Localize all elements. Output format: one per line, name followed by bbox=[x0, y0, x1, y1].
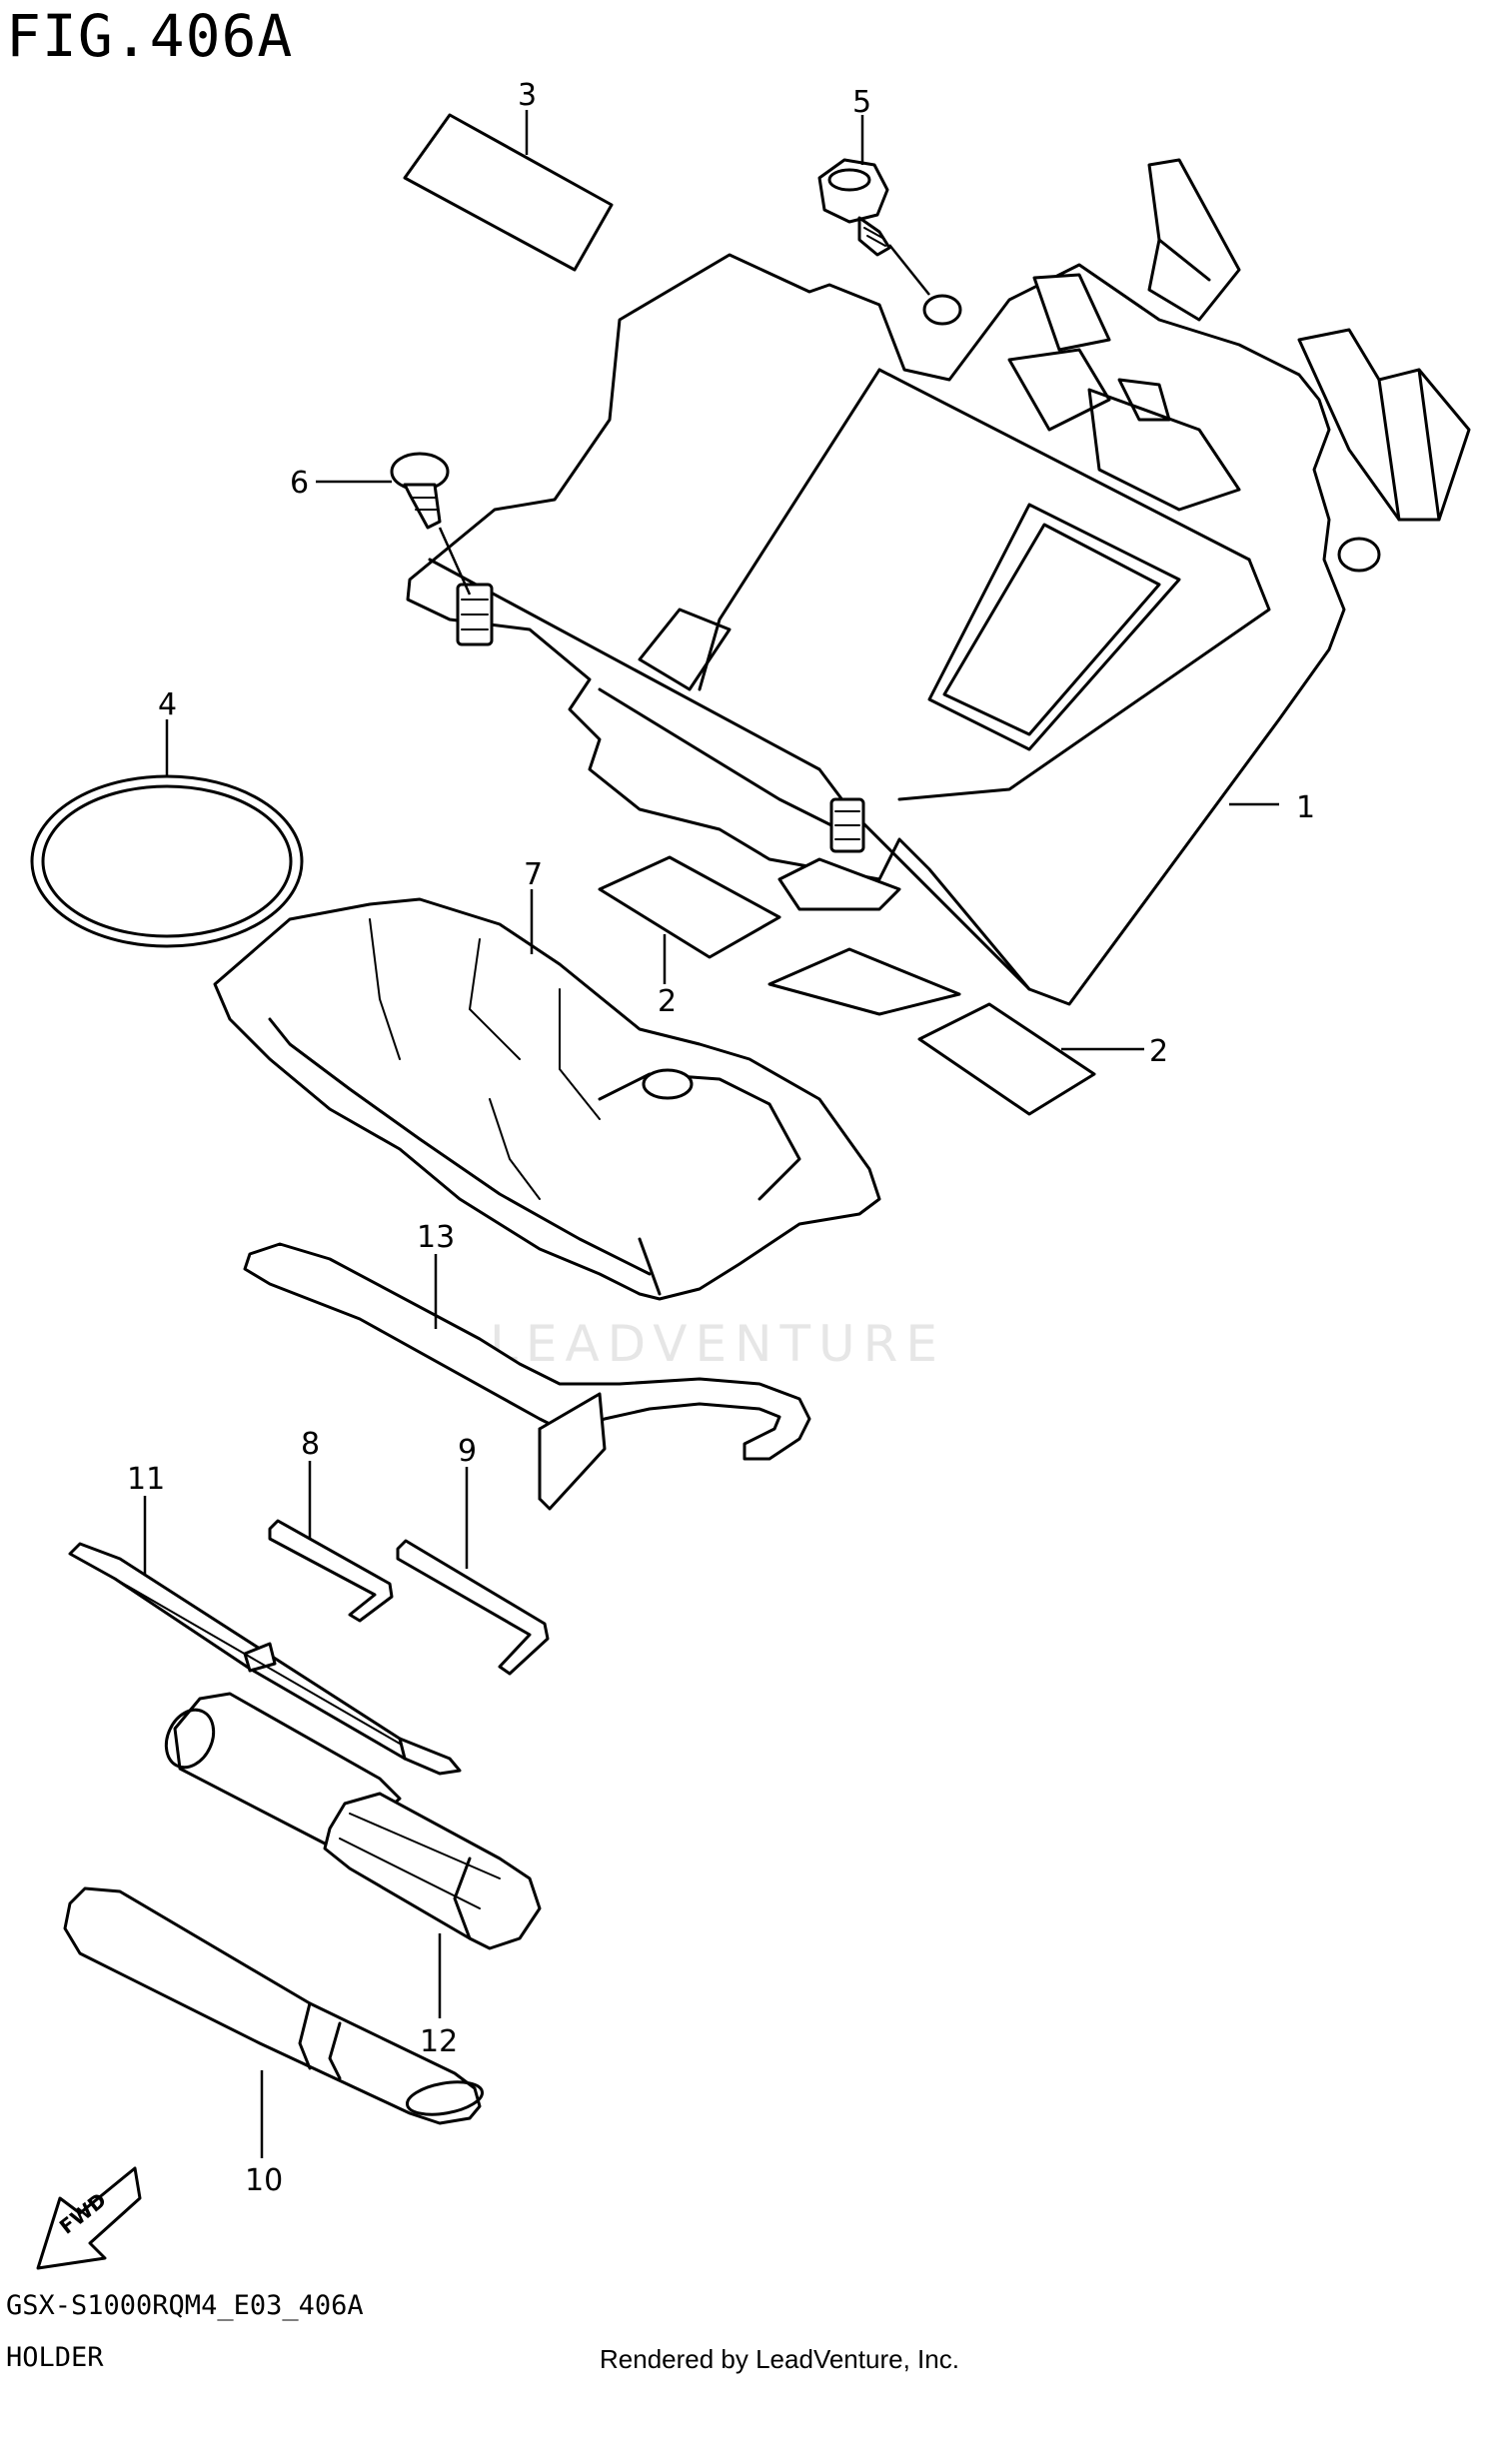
rubber-band[interactable] bbox=[30, 774, 304, 948]
watermark-text: LEADVENTURE bbox=[490, 1315, 945, 1373]
callout-9: 9 bbox=[458, 1434, 477, 1469]
callout-6: 6 bbox=[290, 466, 309, 501]
callout-7: 7 bbox=[524, 857, 543, 892]
spanner-wrench[interactable] bbox=[243, 1242, 811, 1511]
callout-1: 1 bbox=[1296, 790, 1315, 825]
callout-8: 8 bbox=[301, 1427, 320, 1462]
assembly-name: HOLDER bbox=[6, 2342, 104, 2373]
holder-tray[interactable] bbox=[406, 158, 1471, 1006]
screwdriver-handle[interactable] bbox=[157, 1692, 542, 1950]
screw[interactable] bbox=[390, 452, 450, 530]
hex-wrench-small[interactable] bbox=[268, 1519, 394, 1623]
callout-13: 13 bbox=[417, 1220, 455, 1255]
cushion-pad-c[interactable] bbox=[917, 1002, 1096, 1116]
rendered-by-credit: Rendered by LeadVenture, Inc. bbox=[600, 2344, 959, 2374]
callout-2a: 2 bbox=[658, 984, 677, 1019]
cushion-pad-a[interactable] bbox=[598, 855, 781, 959]
callout-11: 11 bbox=[127, 1462, 165, 1497]
bolt[interactable] bbox=[817, 158, 891, 257]
callout-10: 10 bbox=[245, 2163, 283, 2198]
screwdriver-bit[interactable] bbox=[68, 1542, 462, 1776]
callout-5: 5 bbox=[852, 85, 871, 120]
callout-2b: 2 bbox=[1149, 1034, 1168, 1069]
callout-4: 4 bbox=[158, 687, 177, 722]
cushion-pad-b[interactable] bbox=[767, 947, 961, 1016]
tool-pouch[interactable] bbox=[63, 1886, 485, 2125]
caution-label[interactable] bbox=[403, 113, 614, 272]
clip-left bbox=[456, 583, 494, 646]
hex-wrench-large[interactable] bbox=[396, 1539, 550, 1676]
figure-title: FIG.406A bbox=[6, 2, 294, 70]
callout-3: 3 bbox=[518, 78, 537, 113]
clip-right bbox=[829, 797, 865, 853]
leader-lines bbox=[143, 110, 1279, 2158]
fwd-arrow-icon bbox=[36, 2166, 142, 2270]
tool-bag[interactable] bbox=[213, 897, 881, 1301]
model-code: GSX-S1000RQM4_E03_406A bbox=[6, 2290, 364, 2321]
callout-12: 12 bbox=[420, 2024, 458, 2059]
